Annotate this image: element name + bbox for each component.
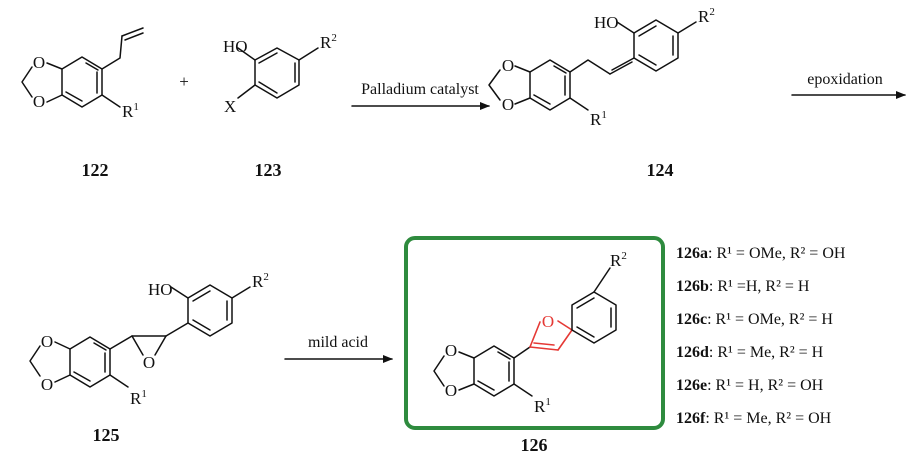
r1-group: R1 [590,109,607,129]
compound-label-124: 124 [647,160,674,180]
substituent-list: 126a: R¹ = OMe, R² = OH 126b: R¹ =H, R² … [676,245,846,427]
substituent-entry: 126c: R¹ = OMe, R² = H [676,311,833,328]
oxygen-atom: O [33,53,45,72]
reaction-arrow-2: epoxidation [791,71,906,99]
compound-122: O O R1 122 [21,27,144,180]
r2-group: R2 [252,271,269,291]
compound-123-bonds [237,47,319,99]
oxygen-atom: O [502,95,514,114]
substituent-entry: 126b: R¹ =H, R² = H [676,278,810,295]
compound-126-bonds [433,345,533,397]
oxygen-atom: O [502,56,514,75]
substituent-entry: 126e: R¹ = H, R² = OH [676,377,824,394]
plus-sign: + [179,72,189,91]
furan-oxygen: O [542,312,554,331]
compound-label-122: 122 [82,160,109,180]
r2-group: R2 [610,250,627,270]
reaction-arrow-3: mild acid [284,334,393,363]
r1-group: R1 [122,101,139,121]
substituent-entry: 126a: R¹ = OMe, R² = OH [676,245,846,262]
compound-124: O O R1 HO R2 124 [488,6,715,180]
highlight-box [404,236,665,430]
oxygen-atom: O [445,381,457,400]
r1-group: R1 [534,396,551,416]
substituent-entry: 126d: R¹ = Me, R² = H [676,344,824,361]
oxygen-atom: O [33,92,45,111]
oxygen-atom: O [41,332,53,351]
hydroxyl-group: HO [594,13,619,32]
r2-group: R2 [698,6,715,26]
substituent-entry: 126f: R¹ = Me, R² = OH [676,410,832,427]
arrow-label-palladium: Palladium catalyst [361,81,479,98]
halide-group: X [224,97,236,116]
oxygen-atom: O [41,375,53,394]
compound-123: HO X R2 123 [223,32,337,180]
hydroxyl-group: HO [223,37,248,56]
oxygen-atom: O [445,341,457,360]
benzofuran-core [529,267,617,351]
compound-label-126: 126 [521,435,548,455]
hydroxyl-group: HO [148,280,173,299]
r1-group: R1 [130,388,147,408]
arrow-label-mild-acid: mild acid [308,334,368,351]
reaction-arrow-1: Palladium catalyst [351,81,490,110]
compound-125: O O O R1 HO R2 125 [29,271,269,445]
arrow-label-epoxidation: epoxidation [807,71,883,88]
r2-group: R2 [320,32,337,52]
compound-125-bonds [29,284,251,388]
epoxide-oxygen: O [143,353,155,372]
compound-122-bonds [21,27,144,108]
compound-126: O O O R1 R2 126 [404,236,665,455]
compound-124-bonds [488,19,697,111]
compound-label-123: 123 [255,160,282,180]
compound-label-125: 125 [93,425,120,445]
